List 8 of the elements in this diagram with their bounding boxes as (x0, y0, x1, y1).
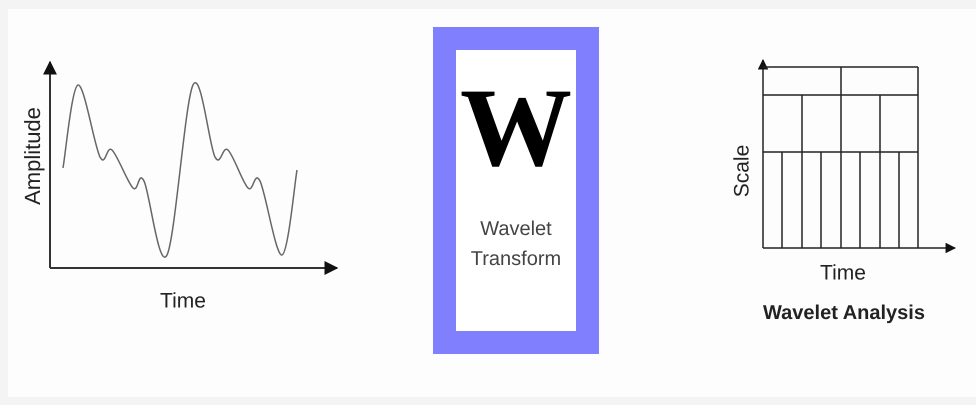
axis-label: Time (820, 262, 866, 284)
transform-label: Wavelet Transform (470, 217, 562, 272)
axis-label: Amplitude (22, 107, 44, 205)
chart-caption: Wavelet Analysis (763, 303, 925, 323)
axis-label: Scale (732, 144, 752, 198)
axis-label: Time (160, 290, 206, 312)
transform-symbol: W (460, 72, 572, 184)
transform-box (433, 27, 599, 354)
